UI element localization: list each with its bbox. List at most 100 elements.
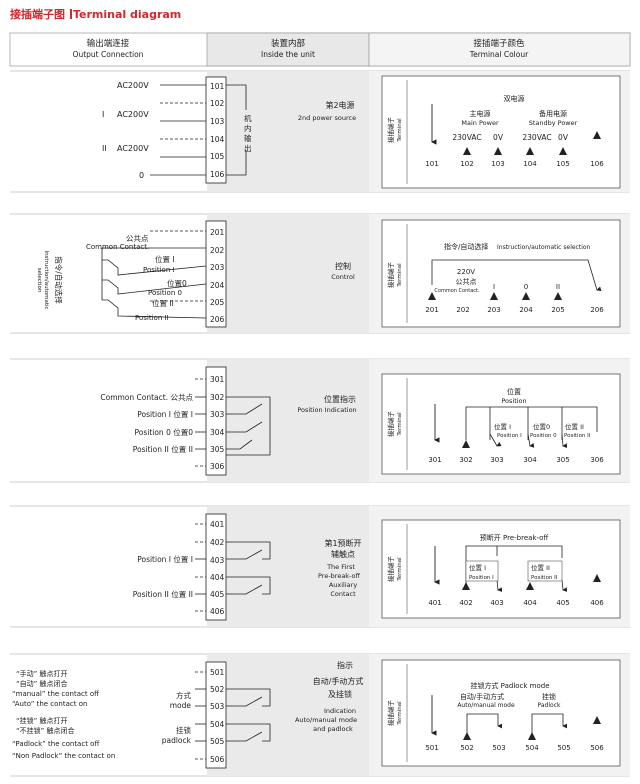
s5-padlock-mode-title: 挂锁方式 Padlock mode (470, 681, 549, 690)
s2-top-zh: 指令/自动选择 (444, 242, 488, 251)
s2-colour-pin-204: 204 (519, 306, 533, 314)
terminal-block-2 (205, 220, 227, 328)
s3-pos0: Position 0 位置0 (134, 427, 193, 437)
s4-terminal-tag-en: Terminal (397, 557, 403, 582)
terminal-block-1 (205, 76, 227, 184)
s3-colour-pin-302: 302 (459, 456, 472, 464)
s5-lock-colour-zh: 挂锁 (542, 692, 556, 701)
s5-auto-en: Auto/manual mode (457, 702, 515, 709)
s3-func-zh: 位置指示 (324, 394, 356, 404)
s2-terminal-tag-zh: 接插端子 (386, 262, 395, 289)
s2-colour-pin-202: 202 (456, 306, 469, 314)
title-en: Terminal diagram (73, 8, 182, 21)
section-5-mode-padlock: 501 502 503 504 505 506 “手动” 触点打开 “自动” 触… (10, 653, 630, 777)
s5-colour-pin-503: 503 (492, 744, 505, 752)
s2-colour-pin-205: 205 (551, 306, 564, 314)
s4-func-2: 辅触点 (331, 549, 355, 559)
s4-colour-pin-405: 405 (556, 599, 569, 607)
s1-v-0-b: 0V (558, 133, 569, 142)
s2-side-en2: selection (36, 268, 42, 293)
s4-colour-pin-401: 401 (428, 599, 441, 607)
s1-func-zh: 第2电源 (325, 100, 354, 110)
s4-terminal-tag-zh: 接插端子 (386, 556, 395, 583)
s5-left-6: “不挂锁” 触点闭合 (16, 726, 74, 735)
s1-inside-4: 出 (244, 143, 252, 153)
s3-p2-en: Position II (564, 433, 591, 439)
s2-colour-roman2: II (556, 283, 560, 291)
s2-terminal-tag-en: Terminal (397, 263, 403, 288)
pin-205: 205 (210, 298, 225, 307)
s5-lock-colour-en: Padlock (538, 702, 561, 709)
pin-105: 105 (210, 152, 225, 161)
title-bar-mark (70, 9, 72, 19)
pin-206: 206 (210, 315, 225, 324)
s3-colour-pin-304: 304 (523, 456, 537, 464)
s2-colour-pin-201: 201 (425, 306, 438, 314)
s1-roman-1: I (102, 110, 104, 119)
s5-func-3: 及挂锁 (328, 689, 352, 699)
s3-colour-pin-305: 305 (556, 456, 569, 464)
s1-colour-pin-105: 105 (556, 160, 569, 168)
terminal-block-3 (205, 366, 227, 476)
section-2-control: 201 202 203 204 205 206 指令/自动选择 Instruct… (10, 213, 630, 334)
pin-204: 204 (210, 281, 225, 290)
pin-202: 202 (210, 246, 225, 255)
s1-colour-pin-101: 101 (425, 160, 438, 168)
s1-colour-pin-106: 106 (590, 160, 604, 168)
s2-pos2-en: Position II (135, 314, 169, 322)
s4-colour-pin-402: 402 (459, 599, 472, 607)
s4-p2-zh: 位置 II (531, 563, 550, 572)
s2-pos2-zh: 位置 II (152, 298, 174, 308)
s4-func-1: 第1预断开 (324, 538, 361, 548)
s5-left-1: “手动” 触点打开 (16, 669, 67, 678)
pin-504: 504 (210, 720, 225, 729)
s3-position-zh: 位置 (507, 387, 521, 396)
s5-func-6: and padlock (313, 725, 353, 733)
pin-501: 501 (210, 668, 225, 677)
pin-401: 401 (210, 520, 225, 529)
s4-func-6: Contact (330, 590, 356, 598)
s1-dual-power: 双电源 (504, 94, 525, 103)
s2-common-colour-en: Common Contact. (434, 288, 480, 294)
s2-pos1-en: Position I (143, 266, 175, 274)
s5-colour-pin-506: 506 (590, 744, 604, 752)
s3-terminal-tag-zh: 接插端子 (386, 411, 395, 438)
s1-inside-1: 机 (244, 113, 252, 123)
s1-colour-pin-103: 103 (491, 160, 504, 168)
s2-pos0-en: Position 0 (148, 289, 182, 297)
s3-pos2: Position II 位置 II (133, 444, 193, 454)
pin-203: 203 (210, 263, 225, 272)
pin-303: 303 (210, 410, 225, 419)
pin-405: 405 (210, 590, 225, 599)
s5-left-2: “自动” 触点闭合 (16, 679, 67, 688)
s2-side-zh: 指令/自动选择 (54, 256, 64, 304)
table-header: 输出端连接 Output Connection 装置内部 Inside the … (9, 32, 631, 67)
s1-v-230-b: 230VAC (522, 133, 551, 142)
terminal-block-4 (205, 513, 227, 621)
s3-p1-zh: 位置 I (494, 422, 511, 431)
s2-colour-zero: 0 (524, 283, 528, 291)
s4-colour-pin-406: 406 (590, 599, 604, 607)
s1-func-en: 2nd power source (298, 114, 356, 122)
s1-terminal-colour-panel (381, 75, 621, 189)
s5-func-1: 指示 (337, 660, 353, 670)
pin-106: 106 (210, 170, 225, 179)
s4-func-4: Pre-break-off (318, 572, 361, 580)
terminal-block-5 (205, 661, 227, 769)
s2-common-en: Common Contact. (86, 243, 149, 251)
s2-top-en: Instruction/automatic selection (497, 244, 591, 251)
s2-common-colour-zh: 公共点 (456, 277, 477, 286)
section-1-power: 101 102 103 104 105 106 AC200V I AC200V … (10, 70, 630, 193)
section-4-pre-break: 401 402 403 404 405 406 Position I 位置 I … (10, 505, 630, 628)
pin-506: 506 (210, 755, 225, 764)
s3-p0-en: Position 0 (530, 433, 557, 439)
pin-505: 505 (210, 737, 225, 746)
s2-pos0-zh: 位置0 (167, 278, 187, 288)
s5-func-5: Auto/manual mode (295, 716, 357, 724)
s3-p1-en: Position I (497, 433, 522, 439)
s1-standby-zh: 备用电源 (539, 109, 567, 118)
s2-common-zh: 公共点 (126, 234, 149, 243)
pin-103: 103 (210, 117, 225, 126)
